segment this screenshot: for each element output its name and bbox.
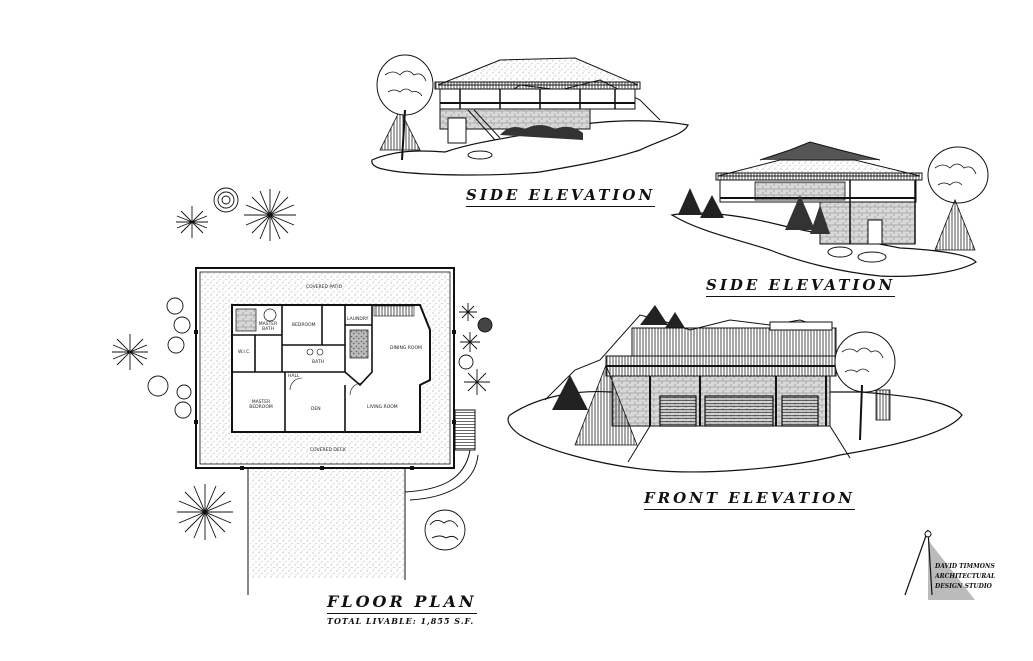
front-elevation-drawing xyxy=(507,305,963,473)
floor-plan-caption: FLOOR PLAN xyxy=(327,592,477,614)
studio-line-3: DESIGN STUDIO xyxy=(935,583,992,590)
side-elevation-1-drawing xyxy=(371,54,689,176)
room-wic: W.I.C. xyxy=(238,350,251,355)
side-elevation-2-drawing xyxy=(670,141,989,277)
room-den: DEN xyxy=(311,407,321,412)
studio-logo xyxy=(904,529,975,600)
room-master-bedroom: MASTER BEDROOM xyxy=(249,400,273,410)
room-living-room: LIVING ROOM xyxy=(367,405,398,410)
side-elevation-2-caption: SIDE ELEVATION xyxy=(706,276,896,297)
studio-line-1: DAVID TIMMONS xyxy=(935,563,995,570)
room-bath: BATH xyxy=(312,360,324,365)
room-covered-patio: COVERED PATIO xyxy=(306,285,343,290)
room-laundry: LAUNDRY xyxy=(347,317,369,322)
total-livable-label: TOTAL LIVABLE: 1,855 S.F. xyxy=(327,616,475,626)
room-master-bath: MASTER BATH xyxy=(258,322,278,332)
plan-landscape xyxy=(112,187,493,551)
room-covered-deck: COVERED DECK xyxy=(310,448,346,453)
side-elevation-1-caption: SIDE ELEVATION xyxy=(466,186,656,207)
studio-name: DAVID TIMMONS ARCHITECTURAL DESIGN STUDI… xyxy=(935,562,995,592)
studio-line-2: ARCHITECTURAL xyxy=(935,573,996,580)
room-hall: HALL xyxy=(288,374,300,379)
room-dining-room: DINING ROOM xyxy=(390,346,422,351)
floor-plan-drawing xyxy=(194,267,479,595)
front-elevation-caption: FRONT ELEVATION xyxy=(644,489,855,510)
room-bedroom: BEDROOM xyxy=(292,323,316,328)
